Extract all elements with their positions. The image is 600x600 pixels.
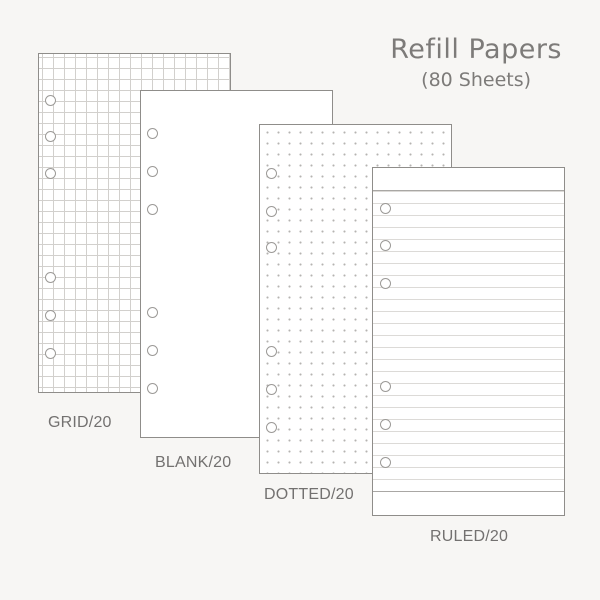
punch-hole-icon bbox=[266, 242, 277, 253]
punch-hole-icon bbox=[147, 128, 158, 139]
punch-hole-icon bbox=[266, 206, 277, 217]
ruled-header-band bbox=[373, 168, 564, 191]
punch-hole-icon bbox=[266, 422, 277, 433]
ruled-sheet bbox=[372, 167, 565, 516]
punch-hole-icon bbox=[147, 307, 158, 318]
dotted-label: DOTTED/20 bbox=[264, 486, 354, 503]
punch-hole-icon bbox=[147, 204, 158, 215]
punch-hole-icon bbox=[380, 240, 391, 251]
grid-label: GRID/20 bbox=[48, 414, 112, 431]
punch-hole-icon bbox=[380, 457, 391, 468]
punch-hole-icon bbox=[380, 381, 391, 392]
punch-hole-icon bbox=[45, 272, 56, 283]
title-main: Refill Papers bbox=[390, 34, 562, 65]
punch-hole-icon bbox=[266, 168, 277, 179]
punch-hole-icon bbox=[147, 345, 158, 356]
title-sub: (80 Sheets) bbox=[421, 69, 532, 91]
punch-hole-icon bbox=[45, 95, 56, 106]
punch-hole-icon bbox=[266, 346, 277, 357]
punch-hole-icon bbox=[380, 278, 391, 289]
ruled-label: RULED/20 bbox=[430, 528, 509, 545]
punch-hole-icon bbox=[45, 310, 56, 321]
punch-hole-icon bbox=[45, 348, 56, 359]
punch-hole-icon bbox=[45, 131, 56, 142]
punch-hole-icon bbox=[380, 203, 391, 214]
punch-hole-icon bbox=[266, 384, 277, 395]
blank-label: BLANK/20 bbox=[155, 454, 232, 471]
punch-hole-icon bbox=[147, 383, 158, 394]
punch-hole-icon bbox=[380, 419, 391, 430]
ruled-footer-band bbox=[373, 491, 564, 515]
punch-hole-icon bbox=[147, 166, 158, 177]
product-title: Refill Papers (80 Sheets) bbox=[390, 34, 562, 92]
punch-hole-icon bbox=[45, 168, 56, 179]
